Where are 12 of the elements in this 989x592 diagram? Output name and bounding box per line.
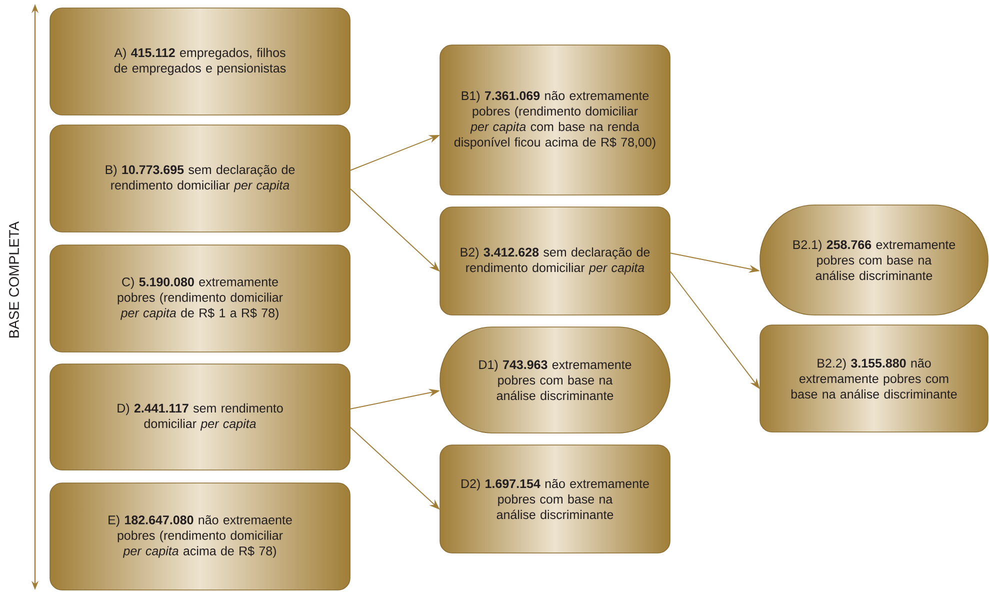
- process-box: D) 2.441.117 sem rendimento domiciliar per capita: [50, 364, 350, 470]
- rounded-box: B2.1) 258.766 extremamente pobres com base na análise discriminante: [760, 204, 988, 316]
- process-box: A) 415.112 empregados, filhos de empregados e pensionistas: [50, 8, 350, 116]
- process-box: E) 182.647.080 não extremaente pobres (rendimento domiciliar per capita acima de R$ 78): [50, 482, 350, 590]
- process-box: B) 10.773.695 sem declaração de rendimento domiciliar per capita: [50, 124, 350, 232]
- rounded-box: D1) 743.963 extremamente pobres com base na análise discriminante: [440, 326, 670, 434]
- axis-label: BASE COMPLETA: [9, 221, 19, 338]
- process-box: B1) 7.361.069 não extremamente pobres (rendimento domiciliar per capita com base na renda disponível ficou acima de R$ 78,00): [440, 44, 670, 196]
- process-box: B2.2) 3.155.880 não extremamente pobres com base na análise discriminante: [760, 324, 988, 432]
- process-box: D2) 1.697.154 não extremamente pobres com base na análise discriminante: [440, 444, 670, 554]
- process-box: B2) 3.412.628 sem declaração de rendimento domiciliar per capita: [440, 206, 670, 316]
- process-box: C) 5.190.080 extremamente pobres (rendimento domiciliar per capita de R$ 1 a R$ 78): [50, 244, 350, 352]
